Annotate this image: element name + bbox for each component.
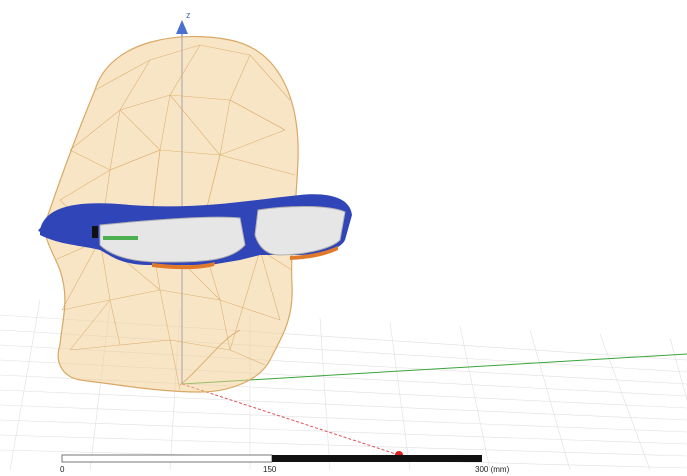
scale-label-0: 0: [60, 465, 65, 474]
z-axis-label: z: [186, 10, 191, 20]
scale-label-300: 300 (mm): [475, 465, 510, 474]
x-axis-line: [181, 383, 403, 457]
z-axis-arrow-icon[interactable]: [176, 20, 188, 34]
scale-bar-segment-white: [61, 454, 273, 463]
scale-label-150: 150: [263, 465, 277, 474]
scale-bar: [61, 454, 482, 463]
scale-bar-segment-black: [272, 455, 482, 462]
y-axis-line: [181, 353, 687, 385]
glasses-model[interactable]: [38, 194, 352, 270]
